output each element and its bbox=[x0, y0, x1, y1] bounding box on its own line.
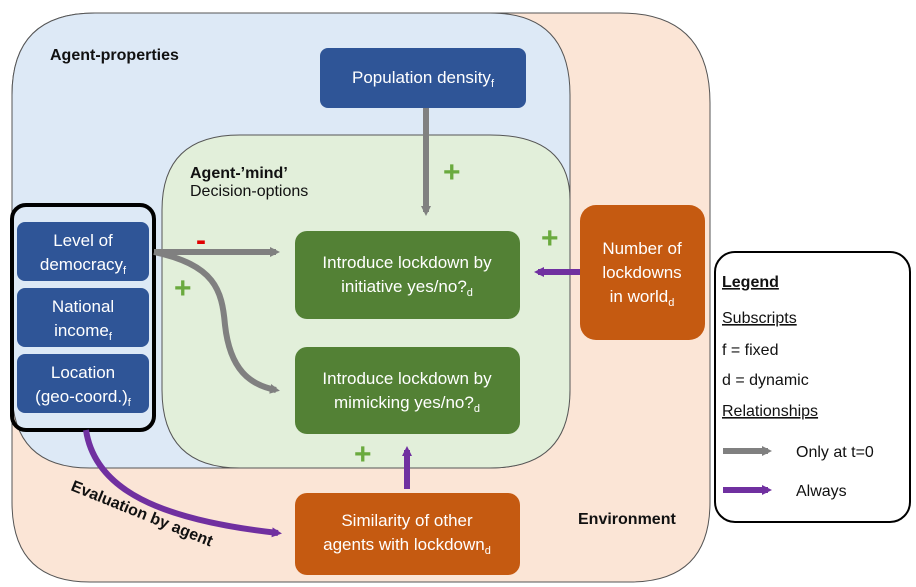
democracy-line2: democracyf bbox=[40, 255, 127, 277]
initiative-line1: Introduce lockdown by bbox=[322, 253, 492, 272]
agent-attributes-group bbox=[10, 203, 156, 432]
legend-subscripts-heading: Subscripts bbox=[722, 310, 797, 327]
legend-title: Legend bbox=[722, 274, 779, 291]
democracy-line1: Level of bbox=[53, 231, 113, 250]
location-line1: Location bbox=[51, 363, 115, 382]
lockdowns-line1: Number of bbox=[602, 239, 682, 258]
legend-purple-label: Always bbox=[796, 483, 847, 500]
legend-gray-label: Only at t=0 bbox=[796, 444, 874, 461]
agent-mind-subtitle: Decision-options bbox=[190, 183, 308, 200]
legend-fixed: f = fixed bbox=[722, 342, 778, 359]
lockdowns-line3: in worldd bbox=[610, 287, 675, 309]
national-income-node bbox=[17, 288, 149, 347]
income-line2: incomef bbox=[54, 321, 113, 343]
agent-properties-label: Agent-properties bbox=[50, 47, 179, 64]
mimicking-line1: Introduce lockdown by bbox=[322, 369, 492, 388]
location-node bbox=[17, 354, 149, 413]
plus-similarity: + bbox=[354, 438, 372, 471]
democracy-to-mimicking-arrow bbox=[153, 249, 280, 394]
plus-lockdowns: + bbox=[541, 222, 559, 255]
lockdowns-line2: lockdowns bbox=[602, 263, 681, 282]
similarity-line1: Similarity of other bbox=[341, 511, 473, 530]
similarity-line2: agents with lockdownd bbox=[323, 535, 491, 557]
plus-population: + bbox=[443, 156, 461, 189]
mimicking-line2: mimicking yes/no?d bbox=[334, 393, 480, 415]
legend-relationships-heading: Relationships bbox=[722, 403, 818, 420]
location-line2: (geo-coord.)f bbox=[35, 387, 132, 409]
agent-mind-title: Agent-’mind’ bbox=[190, 165, 288, 182]
initiative-line2: initiative yes/no?d bbox=[341, 277, 473, 299]
environment-label: Environment bbox=[578, 511, 676, 528]
population-density-text: Population densityf bbox=[352, 68, 495, 90]
plus-democracy: + bbox=[174, 272, 192, 305]
democracy-node bbox=[17, 222, 149, 281]
similarity-node bbox=[295, 493, 520, 575]
income-line1: National bbox=[52, 297, 114, 316]
population-density-node bbox=[320, 48, 526, 108]
legend-dynamic: d = dynamic bbox=[722, 372, 809, 389]
evaluation-arrow bbox=[83, 429, 282, 538]
number-of-lockdowns-node bbox=[580, 205, 705, 340]
mimicking-decision-node bbox=[295, 347, 520, 434]
minus-democracy: - bbox=[196, 224, 206, 257]
initiative-decision-node bbox=[295, 231, 520, 319]
